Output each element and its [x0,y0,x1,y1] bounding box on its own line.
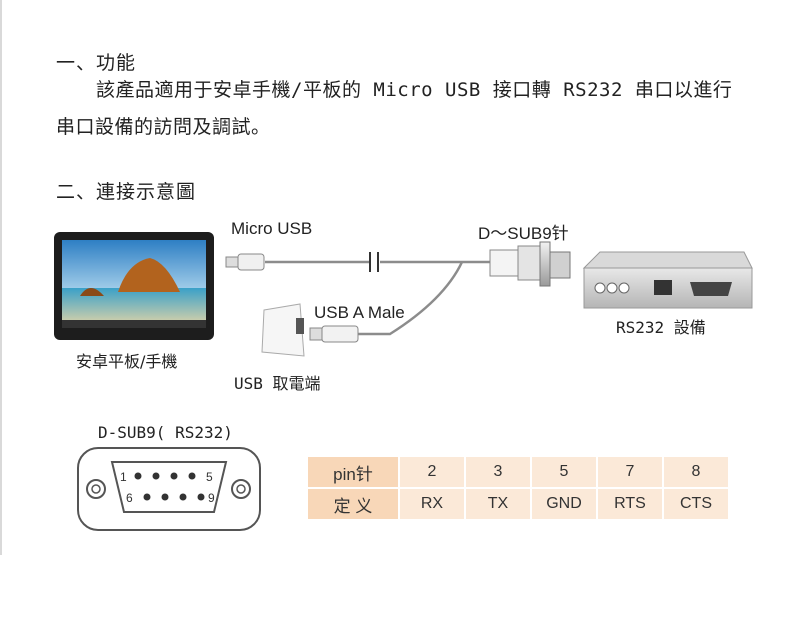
connector-title: D-SUB9( RS232) [98,423,233,442]
pin-cell: 8 [662,455,730,489]
section2-heading: 二、連接示意圖 [56,181,197,203]
tablet-label: 安卓平板/手機 [76,352,178,371]
section1-text-line2: 串口設備的訪問及調試。 [56,116,271,138]
pin1-label: 1 [120,470,127,484]
section1-text-line1: 該產品適用于安卓手機/平板的 Micro USB 接口轉 RS232 串口以進行 [96,79,733,101]
cable-break-mark [369,252,379,272]
pin-header-cell: pin针 [306,455,400,489]
section1-heading: 一、功能 [56,52,137,74]
table-row: 定 义 RX TX GND RTS CTS [306,487,730,521]
definition-cell: RX [398,487,466,521]
left-edge-line [0,0,2,555]
dsub9-connector-drawing: 1 5 6 9 [77,447,261,531]
db9-cable-connector-icon [489,241,571,287]
pin-definition-table: pin针 2 3 5 7 8 定 义 RX TX GND RTS CTS [306,455,730,521]
pin6-label: 6 [126,491,133,505]
usb-power-label: USB 取電端 [234,374,321,393]
pin-cell: 3 [464,455,532,489]
pin-cell: 5 [530,455,598,489]
definition-cell: CTS [662,487,730,521]
micro-usb-plug-icon [225,253,265,271]
rs232-device-label: RS232 設備 [616,318,706,337]
pin5-label: 5 [206,470,213,484]
usb-a-plug-icon [309,325,359,343]
pin9-label: 9 [208,491,215,505]
micro-usb-label: Micro USB [231,219,313,238]
usb-power-adapter-icon [261,303,305,357]
rs232-device-icon [582,251,753,309]
usb-a-male-label: USB A Male [314,303,405,322]
definition-cell: RTS [596,487,664,521]
pin-cell: 2 [398,455,466,489]
definition-cell: GND [530,487,598,521]
dsub9-label: D～SUB9针 [478,224,569,243]
table-row: pin针 2 3 5 7 8 [306,455,730,489]
definition-cell: TX [464,487,532,521]
cable-lines [265,260,490,336]
tablet-icon [54,232,214,340]
pin-cell: 7 [596,455,664,489]
definition-header-cell: 定 义 [306,487,400,521]
